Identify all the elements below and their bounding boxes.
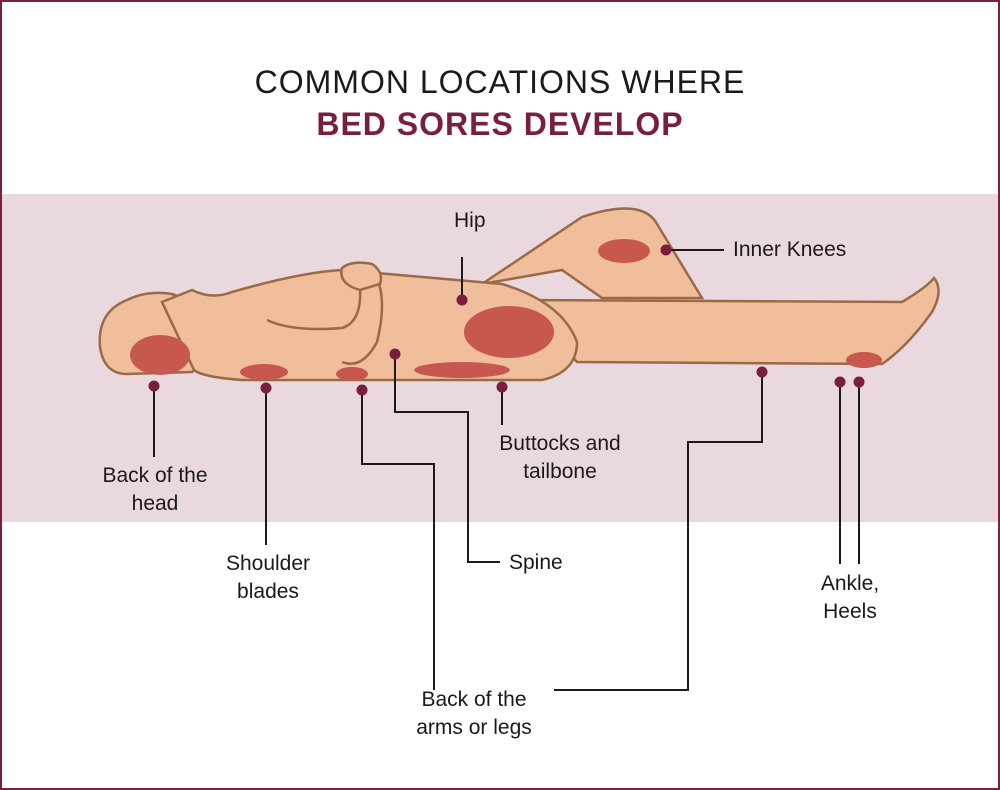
- label-buttocks-line-2: tailbone: [523, 460, 597, 483]
- sore-shoulder: [240, 364, 288, 380]
- label-shoulder-line-1: Shoulder: [225, 552, 311, 575]
- dot-shoulder-blades: [260, 382, 272, 394]
- raised-thigh: [481, 207, 705, 300]
- label-ankle-line-2: Heels: [823, 600, 877, 623]
- marker-dots: [148, 244, 865, 396]
- hand: [340, 261, 383, 292]
- label-back-of-head-line-1: Back of the: [102, 464, 208, 487]
- label-shoulder-line-2: blades: [237, 580, 299, 603]
- label-buttocks-tailbone: Buttocks and tailbone: [480, 430, 640, 486]
- label-back-arms-legs: Back of the arms or legs: [394, 686, 554, 742]
- leader-lines: [153, 249, 860, 691]
- sore-heel: [846, 352, 882, 368]
- sore-back: [414, 362, 510, 378]
- dot-hip: [456, 294, 468, 306]
- label-back-of-head-line-2: head: [131, 492, 179, 515]
- label-shoulder-blades: Shoulder blades: [198, 550, 338, 606]
- title-line-2: BED SORES DEVELOP: [316, 106, 684, 142]
- dot-back-of-head: [148, 380, 160, 392]
- lower-leg: [519, 276, 940, 366]
- sore-arm: [336, 367, 368, 381]
- line-back-legs: [554, 372, 763, 691]
- label-back-arms-line-2: arms or legs: [416, 716, 532, 739]
- dot-spine: [389, 348, 401, 360]
- label-buttocks-line-1: Buttocks and: [499, 432, 621, 455]
- sore-hip: [464, 306, 554, 358]
- label-ankle-line-1: Ankle,: [820, 572, 880, 595]
- label-inner-knees: Inner Knees: [733, 238, 847, 261]
- label-back-of-head: Back of the head: [80, 462, 230, 518]
- title-line-1: COMMON LOCATIONS WHERE: [254, 64, 746, 100]
- line-back-arms: [361, 390, 435, 690]
- dot-heel: [853, 376, 865, 388]
- dot-ankle: [834, 376, 846, 388]
- sore-head: [130, 335, 190, 375]
- line-spine: [394, 354, 500, 563]
- dot-inner-knees: [660, 244, 672, 256]
- label-spine: Spine: [509, 551, 563, 574]
- sore-knee: [598, 239, 650, 263]
- dot-buttocks: [496, 381, 508, 393]
- label-ankle-heels: Ankle, Heels: [798, 570, 902, 626]
- dot-back-legs: [756, 366, 768, 378]
- label-hip: Hip: [454, 209, 486, 232]
- dot-back-arms: [356, 384, 368, 396]
- label-back-arms-line-1: Back of the: [421, 688, 527, 711]
